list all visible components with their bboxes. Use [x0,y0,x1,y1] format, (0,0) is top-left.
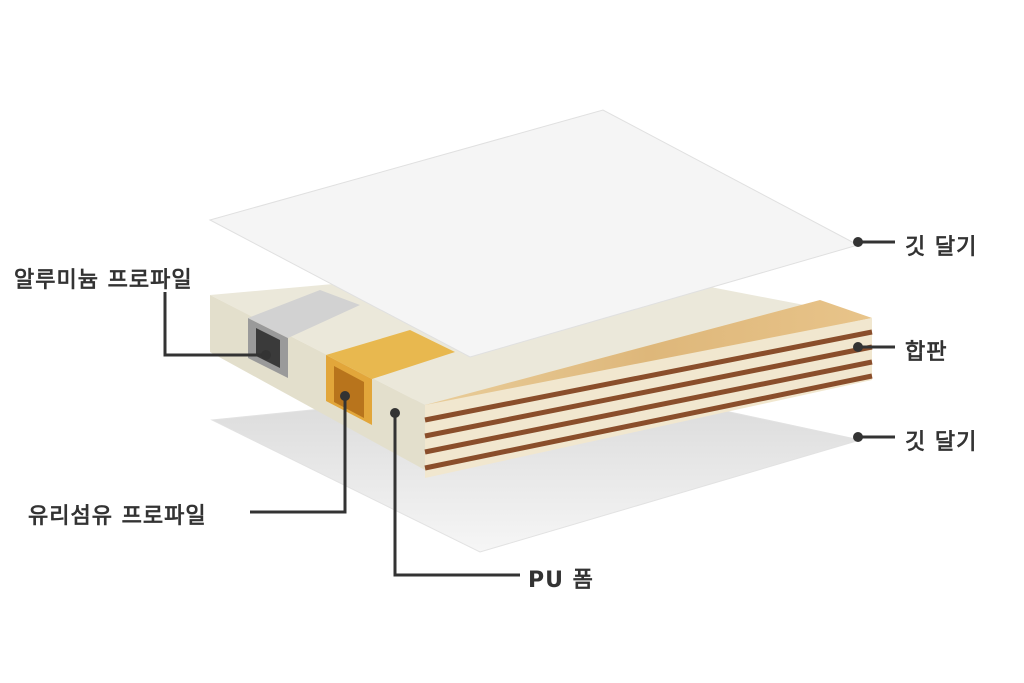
plywood-stripes [424,329,873,471]
fiberglass-hollow [334,366,364,418]
fiberglass-top [326,330,455,379]
plywood-front-face [425,318,872,478]
plywood-top-face [425,300,872,410]
leader-lines [163,240,895,577]
aluminum-top [248,290,360,338]
label-pu-foam: PU 폼 [528,568,594,593]
label-top-skin: 깃 달기 [905,235,978,260]
leader-dots [261,237,863,442]
label-bottom-skin: 깃 달기 [905,430,978,455]
label-aluminum-profile: 알루미늄 프로파일 [14,268,193,293]
label-plywood: 합판 [905,340,948,365]
label-fiberglass-profile: 유리섬유 프로파일 [28,504,207,529]
